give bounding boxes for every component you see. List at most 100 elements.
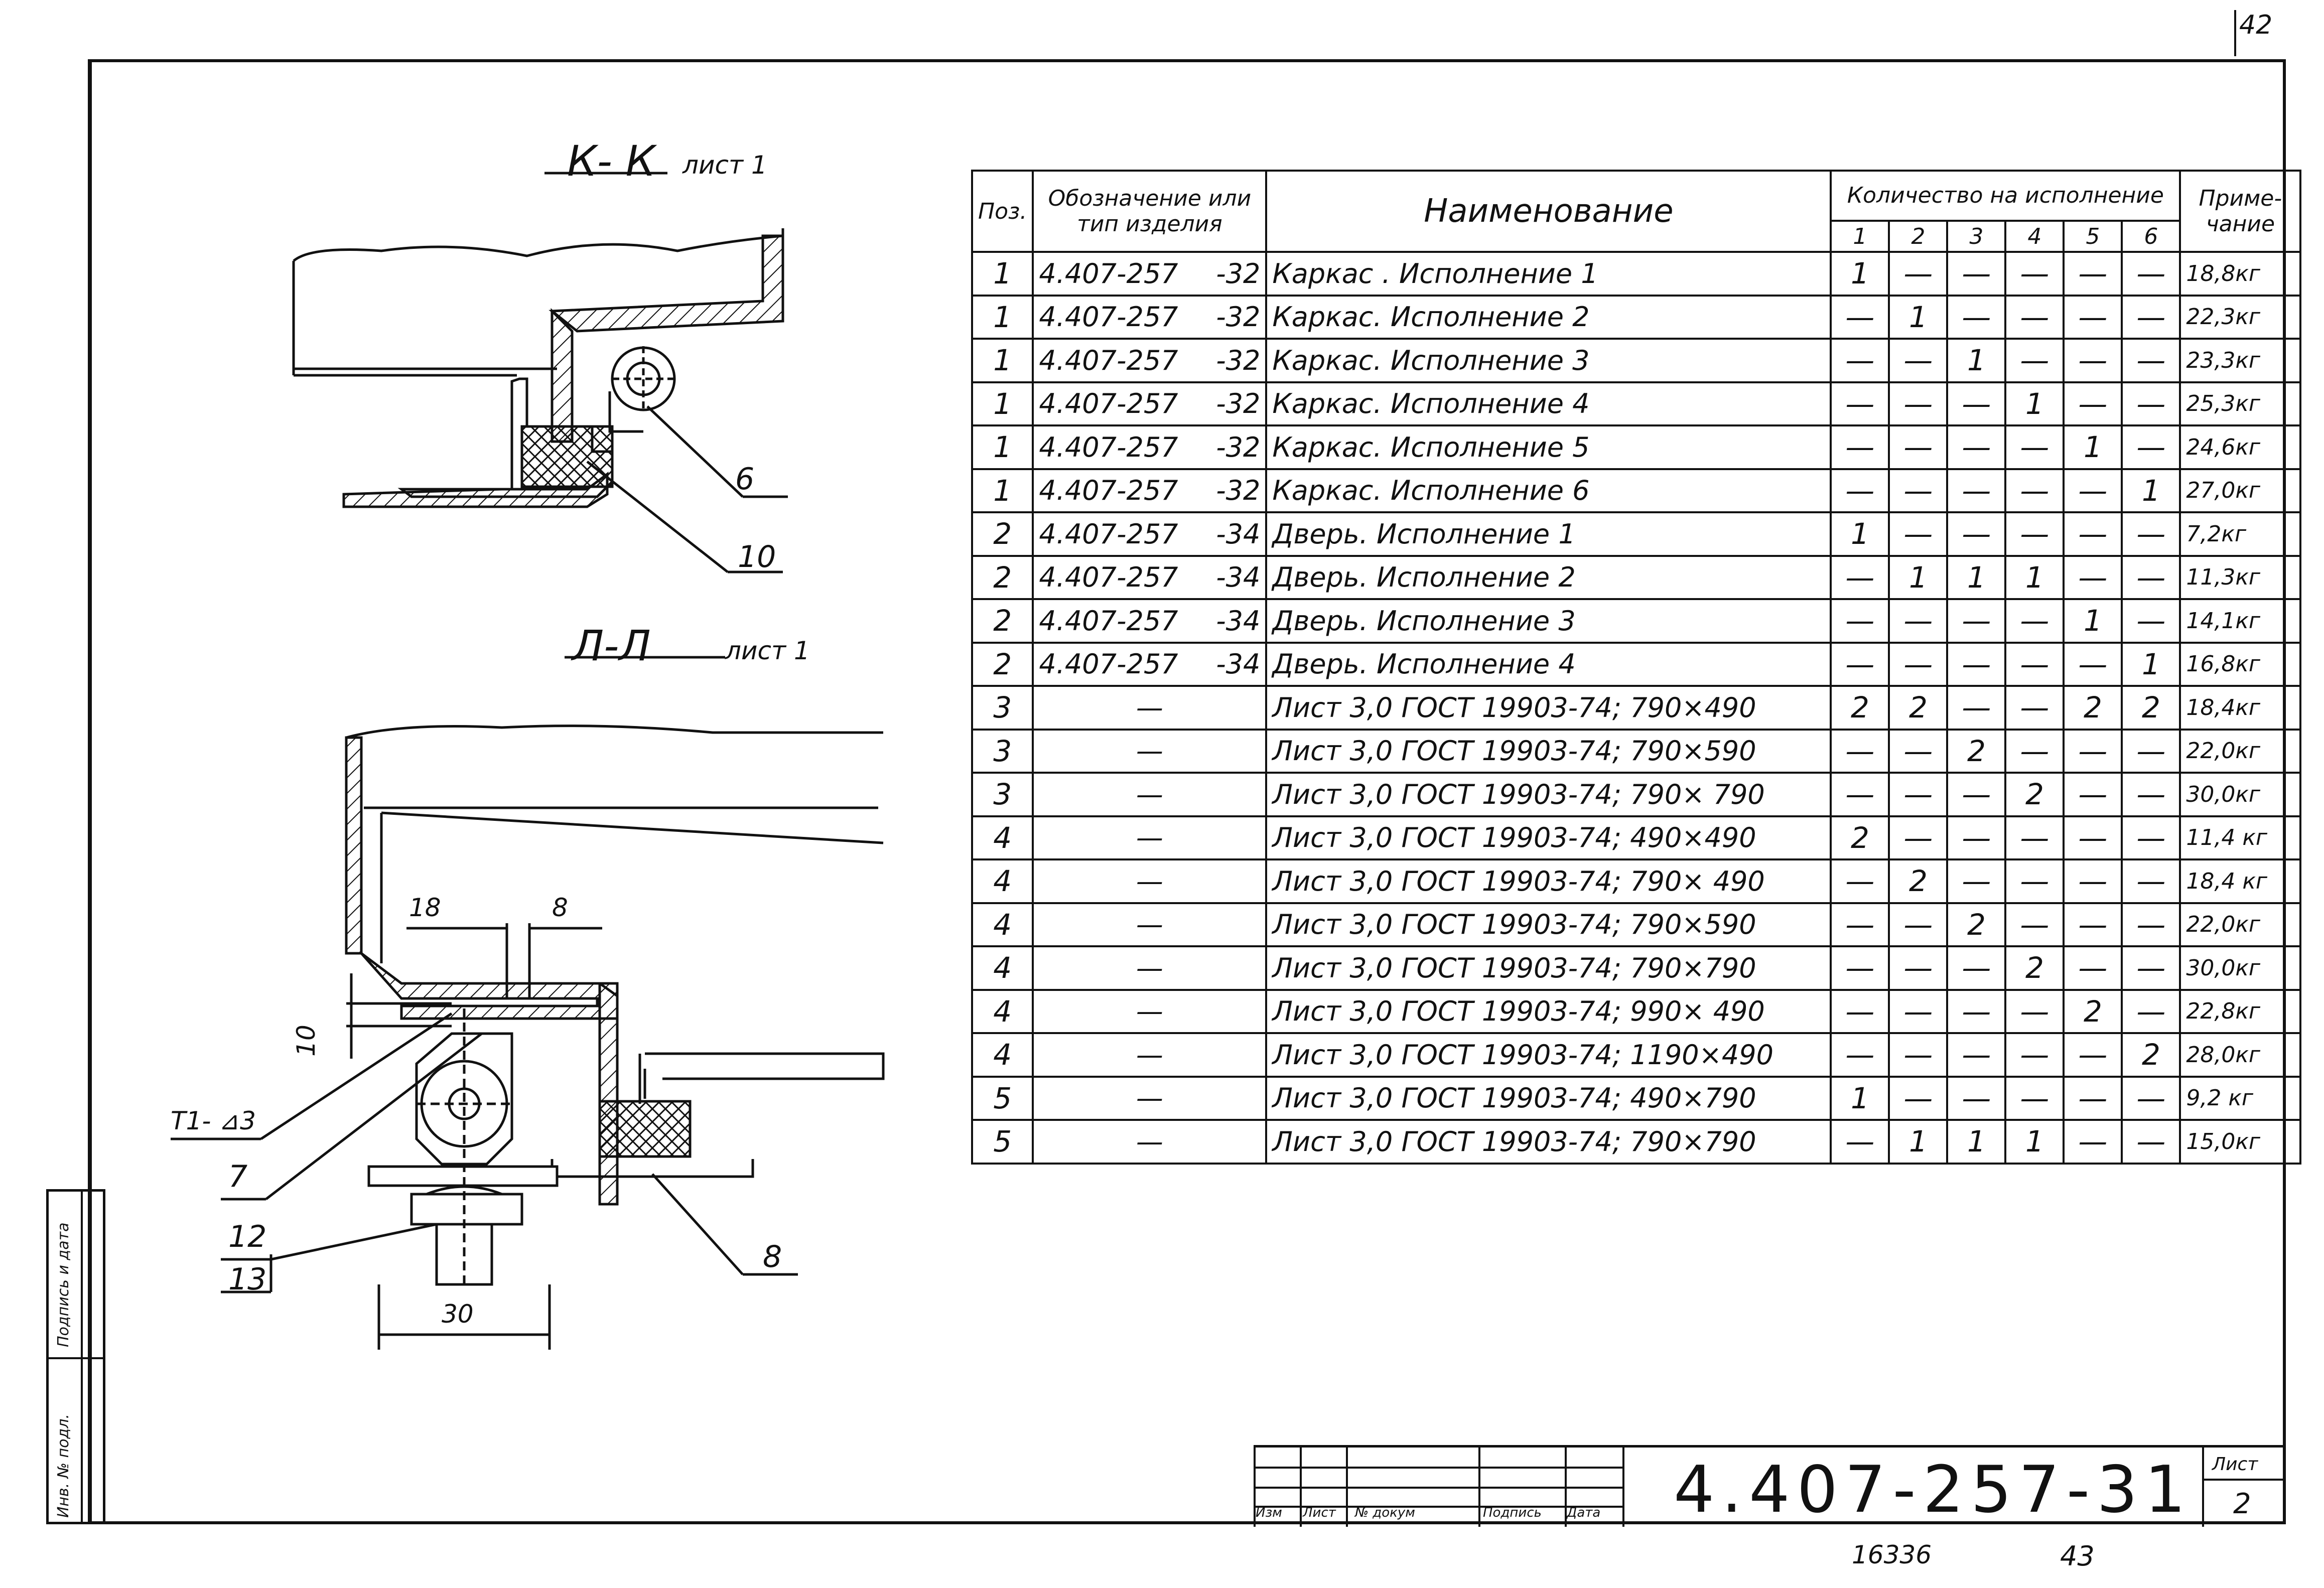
cell-qty-6: — [2121,988,2181,1034]
dim-30: 30 [442,1300,474,1329]
cell-qty-2: — [1888,1032,1949,1078]
designation-suffix: -34 [1216,648,1261,680]
cell-name: Лист 3,0 ГОСТ 19903-74; 790× 490 [1265,858,1832,904]
header-name: Наименование [1265,170,1832,253]
callout-6: 6 [735,462,755,497]
tb-sheet-number: 2 [2233,1488,2251,1520]
designation-number: — [1136,822,1163,854]
cell-qty-4: 2 [2004,945,2065,991]
cell-qty-4: — [2004,728,2065,774]
cell-note: 22,3кг [2179,294,2302,340]
cell-qty-1: — [1830,858,1890,904]
cell-qty-3: — [1946,598,2007,644]
cell-note: 11,3кг [2179,554,2302,600]
cell-qty-2: — [1888,424,1949,470]
tb-line [2202,1479,2286,1481]
cell-note: 14,1кг [2179,598,2302,644]
cell-pos: 3 [971,685,1034,731]
cell-qty-2: — [1888,728,1949,774]
designation-number: — [1136,1039,1163,1071]
cell-designation: 4.407-257 -34 [1032,511,1268,557]
cell-qty-2: — [1888,381,1949,426]
cell-pos: 2 [971,554,1034,600]
table-row: 3—Лист 3,0 ГОСТ 19903-74; 790×590——2———2… [971,728,2302,774]
cell-qty-4: — [2004,685,2065,731]
cell-pos: 5 [971,1119,1034,1165]
designation-number: — [1136,995,1163,1028]
cell-pos: 3 [971,728,1034,774]
cell-name: Лист 3,0 ГОСТ 19903-74; 790×790 [1265,945,1832,991]
designation-suffix: -32 [1216,257,1261,290]
cell-designation: 4.407-257-32 [1032,381,1268,426]
cell-qty-2: — [1888,598,1949,644]
cell-qty-2: — [1888,251,1949,297]
cell-note: 18,4 кг [2179,858,2302,904]
cell-qty-6: — [2121,294,2181,340]
cell-designation: 4.407-257-32 [1032,338,1268,383]
cell-note: 22,0кг [2179,902,2302,947]
section-kk-title: К- К [567,136,656,186]
cell-note: 15,0кг [2179,1119,2302,1165]
document-code: 4.407-257-31 [1674,1453,2193,1527]
cell-qty-3: — [1946,772,2007,817]
cell-qty-2: 2 [1888,685,1949,731]
weld-mark: Т1- ⊿3 [171,1106,256,1135]
cell-qty-3: — [1946,294,2007,340]
cell-qty-5: — [2063,1032,2123,1078]
cell-name: Лист 3,0 ГОСТ 19903-74; 790×590 [1265,902,1832,947]
designation-suffix: -32 [1216,388,1261,420]
cell-qty-1: — [1830,381,1890,426]
cell-qty-5: — [2063,338,2123,383]
cell-designation: 4.407-257-32 [1032,294,1268,340]
cell-designation: 4.407-257-34 [1032,598,1268,644]
designation-number: 4.407-257 [1039,475,1178,507]
designation-suffix: -32 [1216,344,1261,376]
cell-qty-1: — [1830,338,1890,383]
corner-divider [2234,10,2236,56]
cell-designation: — [1032,815,1268,860]
cell-note: 9,2 кг [2179,1075,2302,1121]
tb-label-sign: Подпись [1483,1505,1542,1520]
cell-qty-3: 1 [1946,554,2007,600]
cell-designation: 4.407-257-32 [1032,468,1268,513]
cell-qty-5: — [2063,294,2123,340]
cell-pos: 5 [971,1075,1034,1121]
cell-qty-3: — [1946,251,2007,297]
cell-qty-5: 2 [2063,685,2123,731]
cell-name: Лист 3,0 ГОСТ 19903-74; 490×490 [1265,815,1832,860]
cell-designation: — [1032,1075,1268,1121]
cell-qty-2: — [1888,511,1949,557]
cell-qty-6: — [2121,338,2181,383]
cell-qty-5: — [2063,815,2123,860]
designation-number: — [1136,1125,1163,1158]
cell-qty-6: — [2121,598,2181,644]
cell-qty-3: 1 [1946,1119,2007,1165]
cell-qty-5: — [2063,381,2123,426]
cell-note: 23,3кг [2179,338,2302,383]
tb-label-date: Дата [1567,1505,1601,1520]
cell-qty-3: — [1946,988,2007,1034]
cell-qty-1: — [1830,945,1890,991]
cell-name: Лист 3,0 ГОСТ 19903-74; 990× 490 [1265,988,1832,1034]
cell-qty-6: — [2121,815,2181,860]
cell-qty-6: — [2121,858,2181,904]
designation-number: — [1136,778,1163,810]
designation-suffix: -34 [1216,518,1261,550]
cell-qty-3: — [1946,381,2007,426]
cell-qty-1: — [1830,988,1890,1034]
designation-number: 4.407-257 [1039,518,1178,550]
cell-designation: — [1032,1032,1268,1078]
cell-name: Каркас. Исполнение 3 [1265,338,1832,383]
cell-qty-3: 2 [1946,902,2007,947]
header-qty-5: 5 [2063,220,2123,253]
header-pos: Поз. [971,170,1034,253]
cell-qty-4: — [2004,511,2065,557]
strip-divider [81,1192,83,1522]
cell-qty-2: 1 [1888,294,1949,340]
cell-qty-2: — [1888,945,1949,991]
